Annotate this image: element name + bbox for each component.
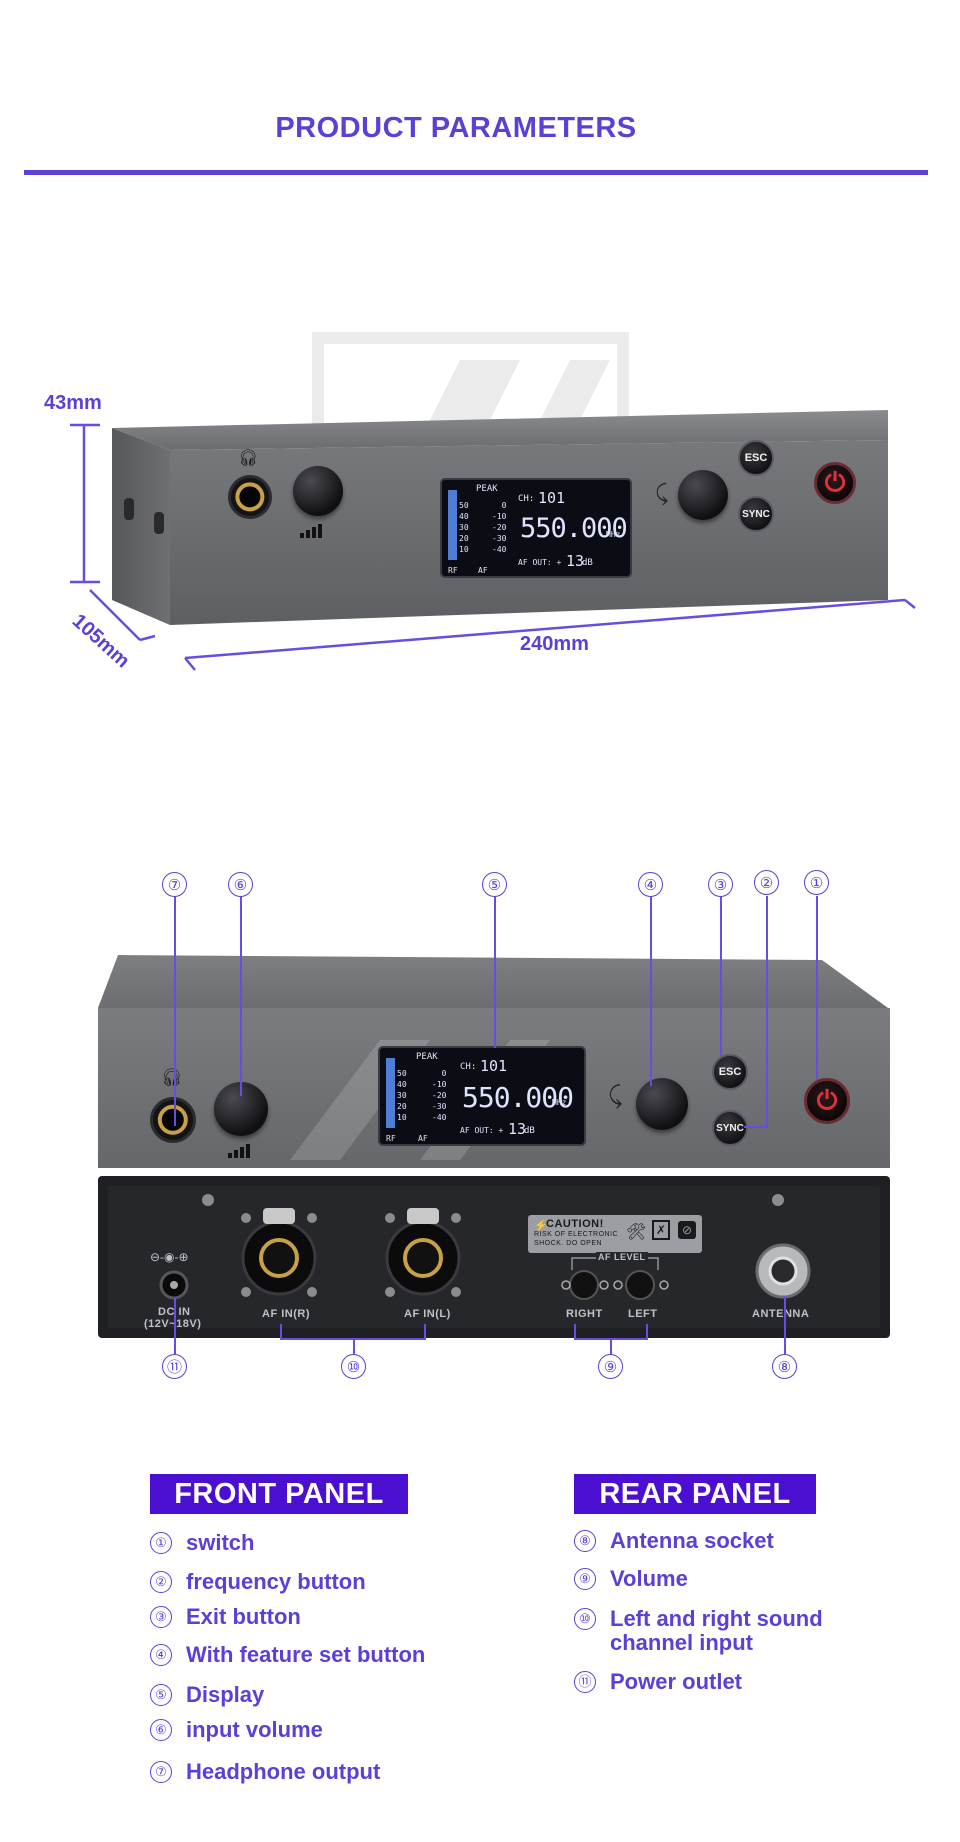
lcd-afout: 13 — [508, 1120, 527, 1138]
caution-title: CAUTION! — [546, 1218, 604, 1230]
af-in-r-label: AF IN(R) — [262, 1308, 310, 1320]
callout-6: ⑥ — [228, 872, 253, 897]
headphone-jack — [228, 475, 272, 519]
title-divider — [24, 170, 928, 175]
rear-panel-heading: REAR PANEL — [574, 1474, 816, 1514]
function-knob[interactable] — [636, 1078, 688, 1130]
right-label: RIGHT — [566, 1308, 603, 1320]
rotate-arrows-icon: ⤹ — [608, 1082, 623, 1109]
callout-2: ② — [754, 870, 779, 895]
callout-10: ⑩ — [341, 1354, 366, 1379]
callout-8: ⑧ — [772, 1354, 797, 1379]
front-panel-heading: FRONT PANEL — [150, 1474, 408, 1514]
caution-label — [528, 1215, 702, 1253]
af-in-l-label: AF IN(L) — [404, 1308, 451, 1320]
headphone-icon: 🎧︎ — [161, 1068, 183, 1087]
power-icon: ⏻ — [816, 1085, 838, 1115]
antenna-label: ANTENNA — [752, 1308, 810, 1320]
dc-polarity-icon: ⊖-◉-⊕ — [150, 1250, 189, 1264]
callout-1: ① — [804, 870, 829, 895]
dc-voltage-label: (12V~18V) — [144, 1318, 202, 1330]
caution-text-2: SHOCK. DO OPEN — [534, 1240, 603, 1247]
dc-in-label: DC IN — [158, 1306, 191, 1318]
no-water-icon: ⊘ — [678, 1221, 696, 1239]
device-side — [112, 428, 170, 625]
volume-knob[interactable] — [293, 466, 343, 516]
device-top — [112, 410, 888, 450]
callout-3: ③ — [708, 872, 733, 897]
rf-meter-bar — [448, 490, 457, 560]
lcd-frequency: 550.000 — [520, 513, 628, 544]
page-title: PRODUCT PARAMETERS — [275, 112, 637, 144]
af-level-label: AF LEVEL — [596, 1252, 648, 1262]
height-dimension: 43mm — [44, 392, 102, 414]
tools-icon: 🛠︎ — [626, 1224, 647, 1241]
rf-meter-bar — [386, 1058, 395, 1128]
power-icon: ⏻ — [824, 467, 846, 497]
callout-5: ⑤ — [482, 872, 507, 897]
no-open-icon: ✗ — [652, 1220, 670, 1240]
front-unit-top — [98, 955, 888, 1008]
volume-level-icon — [300, 524, 322, 538]
power-button[interactable]: ⏻ — [814, 462, 856, 504]
lcd-channel: 101 — [538, 489, 566, 507]
esc-button[interactable]: ESC — [738, 440, 774, 476]
callout-11: ⑪ — [162, 1354, 187, 1379]
rotate-arrows-icon: ⤹ — [655, 480, 669, 505]
af-in-l-jack — [385, 1208, 461, 1296]
sync-button[interactable]: SYNC — [712, 1110, 748, 1146]
power-button[interactable]: ⏻ — [804, 1078, 850, 1124]
width-dimension: 240mm — [520, 633, 589, 655]
callout-9: ⑨ — [598, 1354, 623, 1379]
esc-button[interactable]: ESC — [712, 1054, 748, 1090]
lcd-peak-label: PEAK — [476, 484, 498, 494]
caution-text-1: RISK OF ELECTRONIC — [534, 1231, 619, 1238]
callout-4: ④ — [638, 872, 663, 897]
headphone-icon: 🎧︎ — [238, 450, 259, 467]
dimension-lines — [70, 423, 916, 671]
callout-7: ⑦ — [162, 872, 187, 897]
volume-level-icon — [228, 1144, 250, 1158]
lcd-afout: 13 — [566, 552, 585, 570]
lcd-channel: 101 — [480, 1057, 508, 1075]
function-knob[interactable] — [678, 470, 728, 520]
sync-button[interactable]: SYNC — [738, 496, 774, 532]
lcd-frequency: 550.000 — [462, 1081, 574, 1114]
left-label: LEFT — [628, 1308, 658, 1320]
caution-icon: ⚡ — [534, 1220, 548, 1232]
headphone-jack — [150, 1097, 196, 1143]
af-in-r-jack — [241, 1208, 317, 1296]
